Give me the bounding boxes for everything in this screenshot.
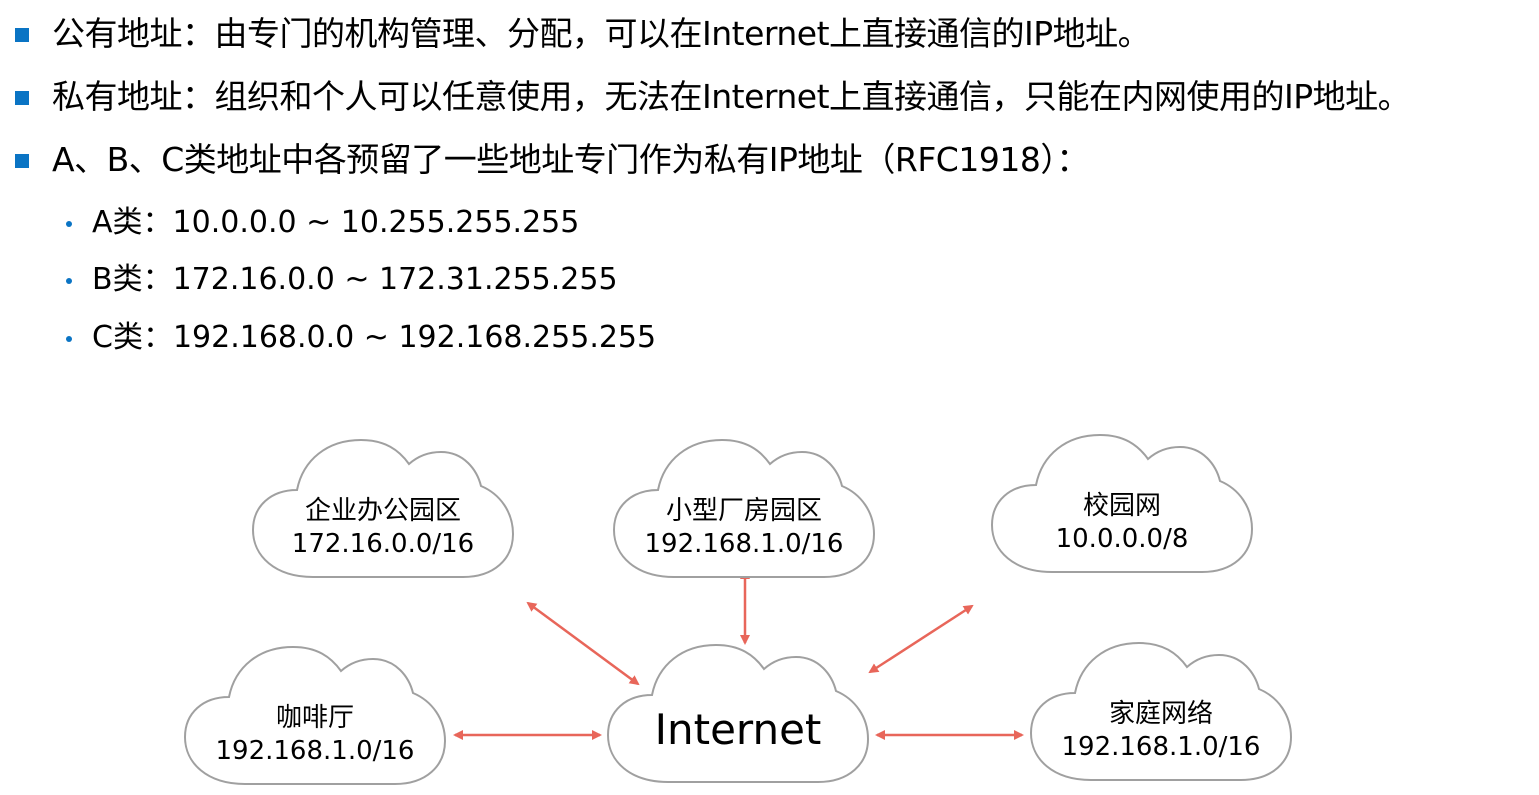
square-bullet-icon [15, 28, 29, 42]
arrow-enterprise-internet [526, 601, 640, 686]
cloud-icon [1029, 641, 1293, 781]
square-bullet-icon [15, 154, 29, 168]
cloud-campus: 校园网 10.0.0.0/8 [990, 433, 1254, 575]
cloud-home: 家庭网络 192.168.1.0/16 [1029, 641, 1293, 783]
square-bullet-icon [15, 91, 29, 105]
cloud-internet: Internet [606, 643, 870, 785]
dot-bullet-icon [66, 221, 72, 227]
cloud-icon [251, 438, 515, 578]
cloud-enterprise: 企业办公园区 172.16.0.0/16 [251, 438, 515, 580]
dot-bullet-icon [66, 336, 72, 342]
arrow-campus-internet [868, 604, 974, 674]
cloud-icon [612, 438, 876, 578]
cloud-factory: 小型厂房园区 192.168.1.0/16 [612, 438, 876, 580]
cloud-icon [990, 433, 1254, 573]
dot-bullet-icon [66, 278, 72, 284]
cloud-cafe: 咖啡厅 192.168.1.0/16 [183, 645, 447, 787]
cloud-icon [606, 643, 870, 783]
cloud-icon [183, 645, 447, 785]
